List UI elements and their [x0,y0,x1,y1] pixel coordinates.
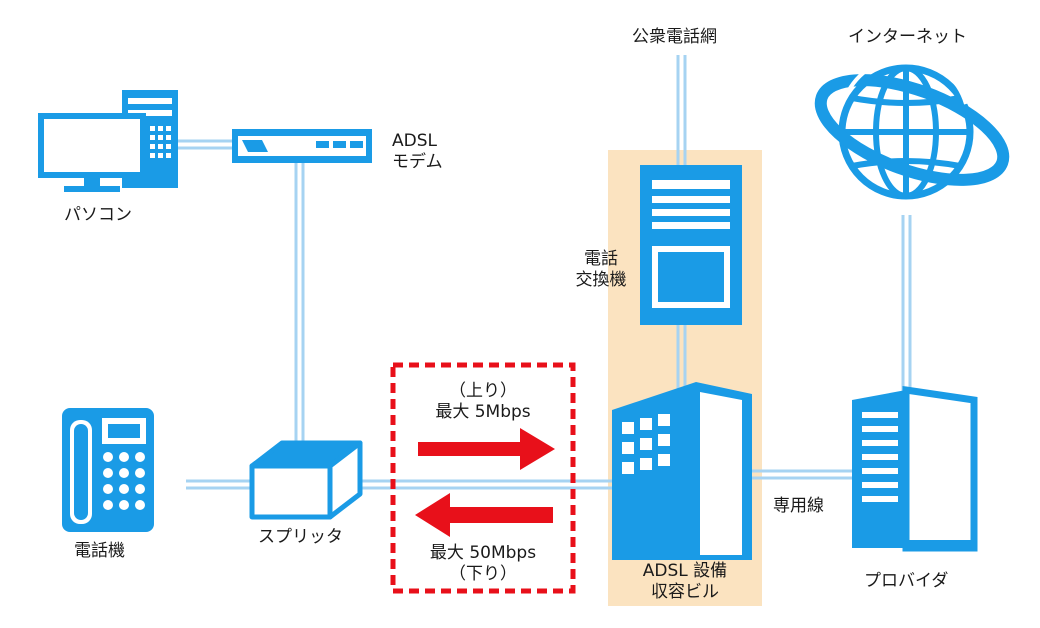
phone-label: 電話機 [74,541,125,561]
provider-building-icon [852,385,978,552]
globe-icon [814,55,1010,200]
modem-label-line2: モデム [392,152,443,172]
splitter-icon [249,440,363,520]
splitter-label: スプリッタ [258,527,343,547]
exchange-label-line1: 電話 [584,249,618,269]
exchange-label-line2: 交換機 [575,270,627,290]
adsl-modem-icon [232,129,372,163]
download-speed-line2: （下り） [449,564,517,584]
building-label-line1: ADSL 設備 [642,561,728,581]
upload-speed-line2: 最大 5Mbps [435,402,531,422]
provider-label: プロバイダ [864,571,949,591]
speed-highlight-frame [390,362,576,594]
telephone-icon [62,408,154,532]
connection-lines [178,55,912,490]
modem-label-line1: ADSL [392,131,437,151]
download-speed-line1: 最大 50Mbps [429,543,537,563]
computer-icon [38,90,178,192]
upload-arrow [418,428,555,470]
building-label-line2: 収容ビル [651,582,719,602]
upload-speed-line1: （上り） [449,381,517,401]
download-arrow [415,493,553,537]
pstn-label: 公衆電話網 [632,27,717,47]
leased-line-label: 専用線 [773,496,824,516]
telephone-exchange-icon [640,165,742,325]
internet-label: インターネット [848,27,967,47]
adsl-building-icon [612,382,752,560]
pc-label: パソコン [64,205,132,225]
